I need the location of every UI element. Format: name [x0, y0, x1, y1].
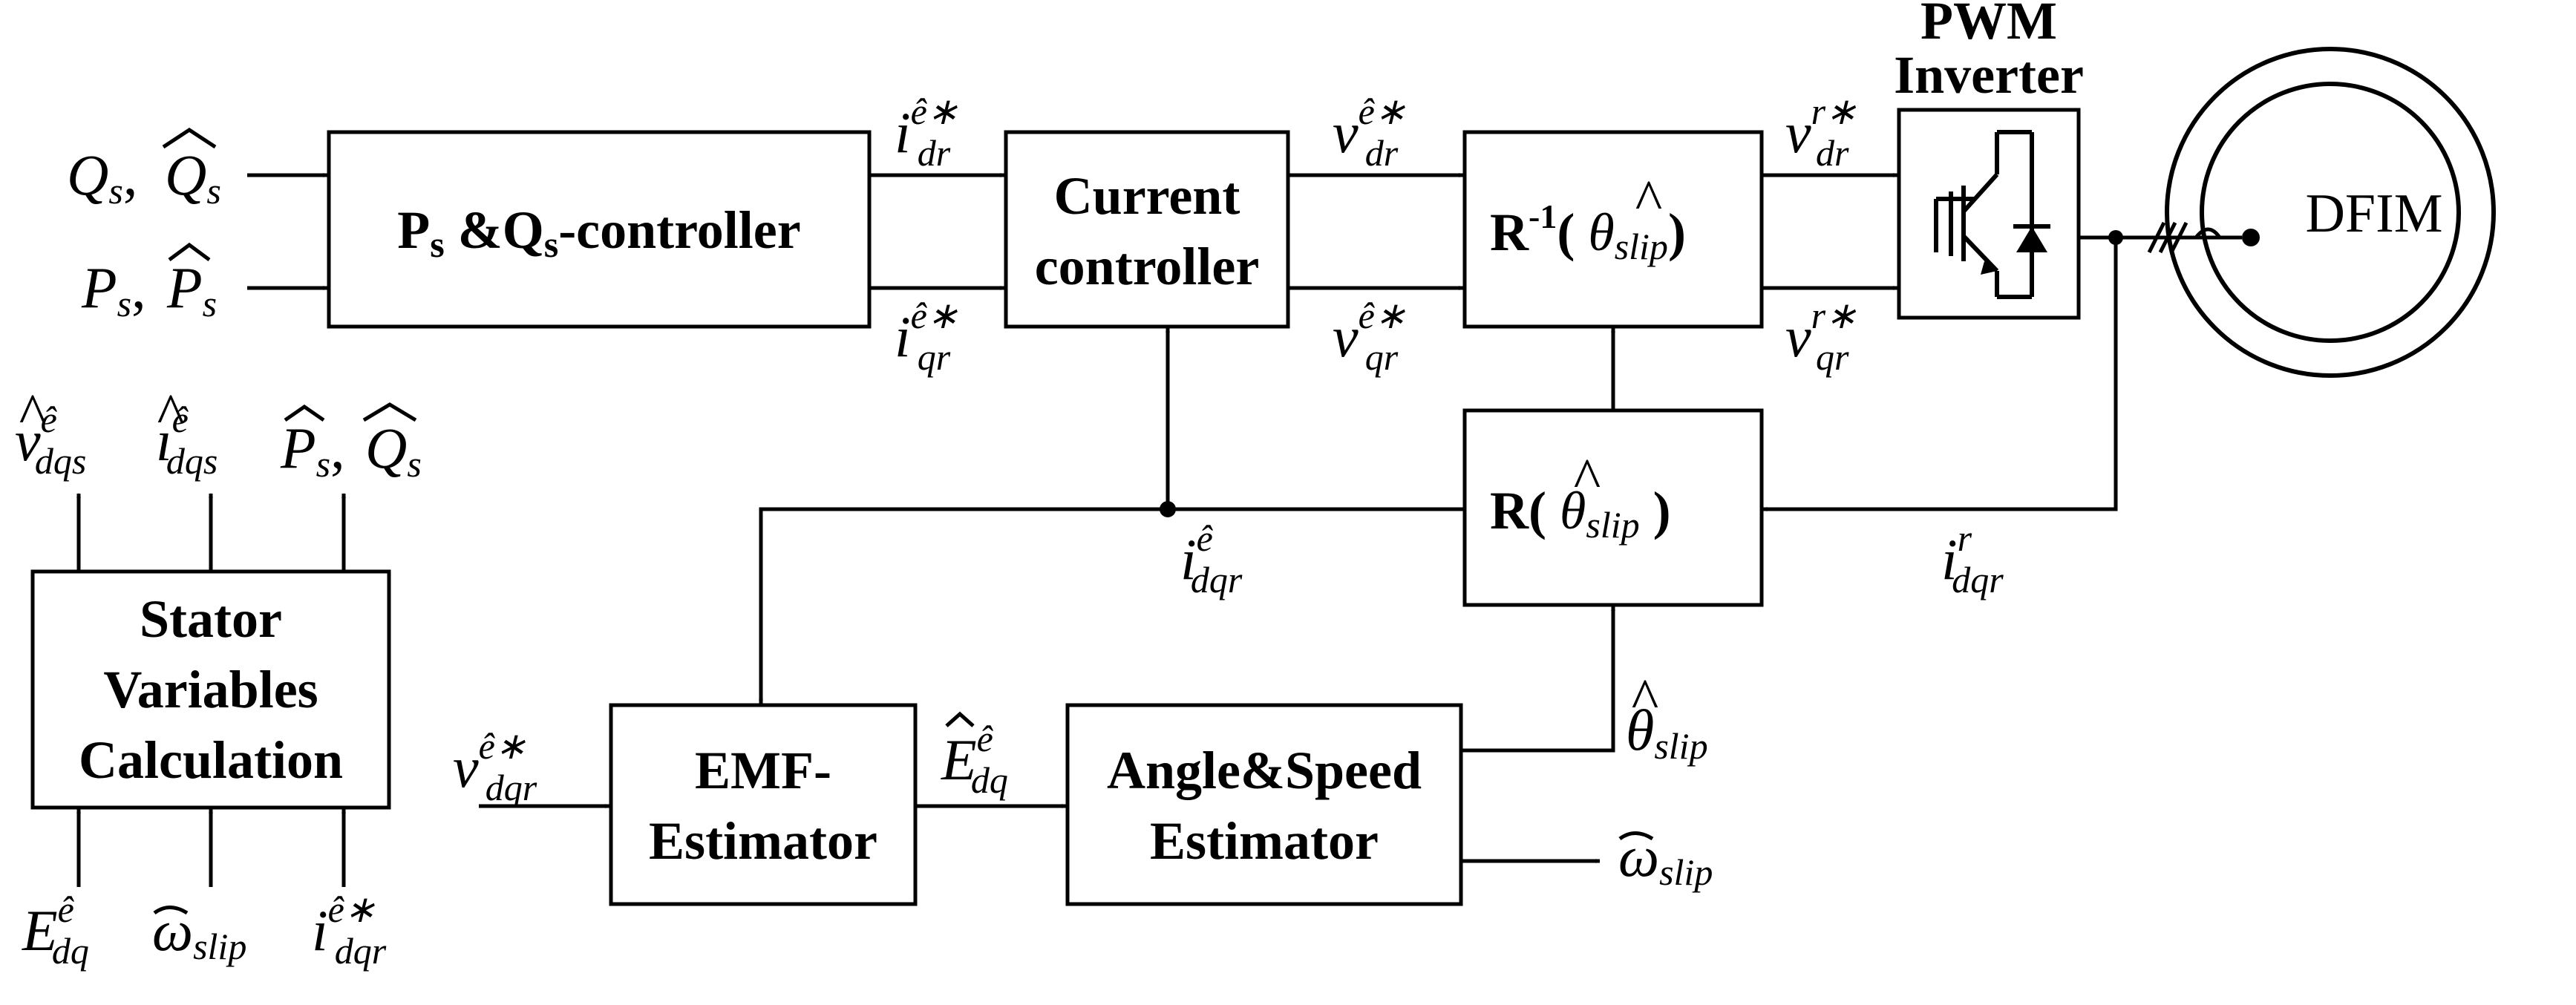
svg-text:Qs: Qs: [365, 416, 422, 485]
current-controller-line2: controller: [1035, 237, 1260, 296]
edq-hat-icon: [945, 711, 975, 727]
svg-text:Ps,: Ps,: [280, 416, 345, 485]
theta-slip-label: θslip ^: [1626, 667, 1708, 767]
diode-icon: [2016, 226, 2047, 252]
qs-input-label: Qs, Qs: [67, 128, 221, 212]
pout-hat-icon: [284, 404, 325, 422]
three-phase-slash-icon: [2147, 221, 2188, 254]
pwm-label-line1: PWM: [1920, 0, 2057, 50]
omega-in-label: ωslip: [152, 898, 246, 967]
theta-slip-arrow: [1461, 606, 1615, 753]
angle-speed-line1: Angle&Speed: [1107, 741, 1422, 800]
cable-loop-icon: [2194, 227, 2222, 239]
svg-text:θslip: θslip: [1626, 698, 1708, 767]
current-controller-line1: Current: [1054, 166, 1240, 226]
omega-hat-icon: [1618, 831, 1654, 841]
idqr-to-emf-arrow: [759, 507, 1168, 704]
ps-hat-icon: [168, 242, 211, 262]
svg-text:^: ^: [156, 382, 184, 446]
rotation-inverse-block: [1462, 130, 1764, 329]
pq-controller-label: Ps &Qs-controller: [397, 200, 800, 265]
vdqr-ref-label: vê∗dqr: [453, 725, 537, 808]
omega-in-hat-icon: [153, 906, 189, 915]
dfim-stator-circle: [2165, 47, 2496, 378]
angle-speed-line2: Estimator: [1150, 811, 1379, 871]
rotation-block: [1462, 408, 1764, 607]
dfim-terminal-node: [2242, 229, 2260, 246]
emf-estimator-line1: EMF-: [695, 741, 831, 800]
stator-calc-line2: Variables: [103, 660, 318, 719]
svg-text:Ps: Ps: [166, 255, 217, 324]
r-theta-hat: ^: [1572, 446, 1601, 511]
qs-hat-icon: [162, 128, 217, 149]
current-controller-block: [1004, 130, 1290, 329]
pwm-label-line2: Inverter: [1894, 45, 2084, 105]
iqr-ref-label: iê∗qr: [895, 295, 958, 378]
pq-controller-block: [327, 130, 872, 329]
angle-speed-estimator-block: [1065, 703, 1463, 906]
vdr-ref-e-label: vê∗dr: [1333, 91, 1406, 174]
stator-calc-line1: Stator: [140, 589, 282, 649]
vqr-ref-e-label: vê∗qr: [1333, 295, 1406, 378]
dfim-rotor-circle: [2200, 82, 2461, 343]
rinv-theta-hat: ^: [1634, 168, 1662, 232]
svg-text:^: ^: [18, 382, 46, 446]
igbt-symbol-icon: [1934, 130, 2050, 299]
idr-ref-label: iê∗dr: [895, 91, 958, 174]
emf-estimator-block: [609, 703, 918, 906]
svg-text:Qs: Qs: [165, 143, 221, 212]
svg-text:Qs,: Qs,: [67, 143, 137, 212]
pwm-inverter-block: [1897, 108, 2081, 320]
idqr-ref-in-label: iê∗dqr: [312, 888, 387, 972]
svg-text:^: ^: [1630, 667, 1658, 731]
igbt-emitter-arrow-icon: [1981, 261, 1997, 275]
rotation-label: R( θslip ): [1490, 481, 1671, 546]
stator-calc-line3: Calculation: [79, 730, 343, 790]
stator-calc-block: [30, 569, 391, 810]
rotation-inverse-label: R-1( θslip): [1490, 197, 1686, 267]
dfim-label: DFIM: [2305, 183, 2442, 244]
emf-estimator-line2: Estimator: [649, 811, 877, 871]
rotor-current-feedback-arrow: [1762, 238, 2118, 511]
qout-hat-icon: [362, 402, 417, 422]
vqr-ref-r-label: vr∗qr: [1785, 295, 1857, 378]
pq-out-label: Ps, Qs: [280, 402, 422, 485]
svg-text:Ps,: Ps,: [81, 255, 146, 324]
omega-slip-label: ωslip: [1618, 824, 1713, 893]
ps-input-label: Ps, Ps: [81, 242, 217, 324]
vdr-ref-r-label: vr∗dr: [1785, 91, 1857, 174]
